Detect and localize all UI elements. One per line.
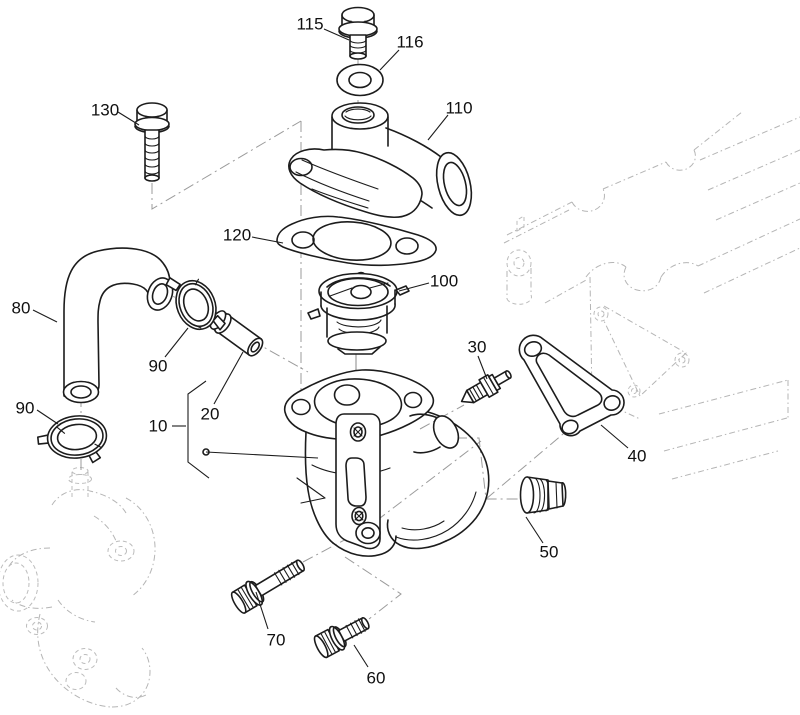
part-120-cover-gasket	[276, 215, 437, 267]
callout-label-70-14: 70	[267, 631, 286, 650]
part-110-thermostat-cover	[288, 102, 473, 218]
part-70-bolt-long	[230, 559, 305, 614]
centerline-bolt-70	[302, 440, 482, 563]
part-115-flange-bolt	[338, 6, 378, 60]
callout-leader-116-1	[379, 49, 400, 71]
callout-leader-60-15	[353, 644, 369, 668]
part-50-plug	[519, 476, 567, 514]
ghost-water-pump	[0, 467, 156, 708]
callout-leader-120-4	[251, 236, 284, 244]
centerline-plug-gasket	[485, 428, 570, 500]
callout-label-115-0: 115	[296, 15, 323, 34]
part-80-coolant-hose	[62, 247, 174, 404]
callout-label-100-5: 100	[430, 272, 458, 291]
callout-leader-70-14	[255, 591, 269, 630]
callout-label-90-7: 90	[149, 357, 168, 376]
callout-label-50-13: 50	[540, 543, 559, 562]
callout-leader-130-2	[117, 111, 140, 126]
callout-label-20-8: 20	[201, 405, 220, 424]
part-130-flange-bolt	[134, 102, 170, 182]
callout-label-116-1: 116	[396, 33, 423, 52]
callout-leader-50-13	[525, 516, 544, 544]
callout-leader-40-12	[600, 424, 629, 449]
callout-leader-90-9	[36, 409, 59, 425]
callout-label-90-9: 90	[16, 399, 35, 418]
part-90-hose-clamp-upper	[165, 276, 226, 331]
centerline-bolt-60	[344, 556, 402, 620]
callout-label-40-12: 40	[628, 447, 647, 466]
part-30-temperature-sensor	[460, 370, 512, 404]
callout-leader-90-7	[164, 327, 189, 358]
part-90-hose-clamp-lower	[36, 415, 108, 464]
callout-leader-115-0	[323, 28, 350, 41]
callout-label-30-11: 30	[468, 338, 487, 357]
centerline-bolt-130	[151, 120, 302, 210]
callout-layer: 115 116 130 110 120 100 80 90 20 90 10 30 40 50 70 60	[12, 15, 647, 688]
callout-label-60-15: 60	[367, 669, 386, 688]
callout-leader-20-8	[213, 351, 244, 405]
part-116-washer	[336, 63, 384, 97]
callout-label-130-2: 130	[91, 101, 119, 120]
callout-label-120-4: 120	[223, 226, 251, 245]
callout-label-80-6: 80	[12, 299, 31, 318]
callout-leader-100-5	[398, 282, 430, 292]
part-40-housing-gasket	[518, 334, 625, 437]
callout-leader-80-6	[32, 309, 58, 323]
part-100-thermostat	[307, 271, 410, 355]
assembly-10-bracket	[187, 380, 319, 479]
callout-leader-110-3	[427, 114, 449, 141]
callout-label-110-3: 110	[445, 99, 472, 118]
part-10-housing-body	[283, 369, 490, 557]
callout-label-10-10: 10	[149, 417, 168, 436]
ghost-engine-block	[503, 111, 800, 480]
callout-leader-30-11	[477, 355, 488, 380]
part-60-bolt-short	[313, 616, 370, 659]
